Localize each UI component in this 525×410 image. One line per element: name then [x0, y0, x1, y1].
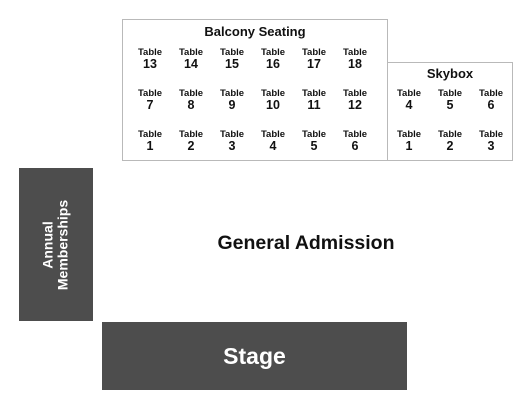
- table-number: 3: [228, 138, 236, 153]
- table-number: 1: [405, 138, 413, 153]
- annual-memberships-line1: Annual: [39, 220, 56, 269]
- table-number: 8: [187, 97, 195, 112]
- annual-memberships-block[interactable]: Annual Memberships: [19, 168, 93, 321]
- table-number: 9: [228, 97, 236, 112]
- table-word: Table: [478, 88, 504, 99]
- table-number: 18: [348, 56, 362, 71]
- table-number: 5: [446, 97, 454, 112]
- table-word: Table: [260, 47, 286, 58]
- table-word: Table: [478, 129, 504, 140]
- table-number: 11: [307, 97, 321, 112]
- table-number: 6: [487, 97, 495, 112]
- table-word: Table: [137, 47, 163, 58]
- table-word: Table: [342, 129, 368, 140]
- table-word: Table: [260, 88, 286, 99]
- table-word: Table: [178, 47, 204, 58]
- table-number: 13: [143, 56, 157, 71]
- table-word: Table: [137, 129, 163, 140]
- table-word: Table: [342, 88, 368, 99]
- table-word: Table: [301, 88, 327, 99]
- table-word: Table: [301, 47, 327, 58]
- table-word: Table: [137, 88, 163, 99]
- table-word: Table: [260, 129, 286, 140]
- table-number: 7: [146, 97, 154, 112]
- table-word: Table: [219, 129, 245, 140]
- table-word: Table: [342, 47, 368, 58]
- general-admission-area[interactable]: General Admission: [217, 232, 395, 254]
- stage-label: Stage: [223, 342, 286, 369]
- annual-memberships-label: Annual Memberships: [39, 199, 72, 290]
- table-word: Table: [219, 47, 245, 58]
- table-number: 12: [348, 97, 362, 112]
- table-number: 5: [310, 138, 318, 153]
- table-word: Table: [178, 129, 204, 140]
- table-word: Table: [219, 88, 245, 99]
- skybox-title: Skybox: [426, 66, 474, 81]
- table-word: Table: [301, 129, 327, 140]
- table-number: 4: [405, 97, 413, 112]
- table-number: 6: [351, 138, 359, 153]
- table-number: 14: [184, 56, 198, 71]
- balcony-seating-title: Balcony Seating: [204, 24, 306, 39]
- table-word: Table: [396, 129, 422, 140]
- table-number: 17: [307, 56, 321, 71]
- table-number: 2: [187, 138, 195, 153]
- table-number: 15: [225, 56, 239, 71]
- table-number: 3: [487, 138, 495, 153]
- table-number: 2: [446, 138, 454, 153]
- table-number: 1: [146, 138, 154, 153]
- table-word: Table: [396, 88, 422, 99]
- table-word: Table: [437, 88, 463, 99]
- table-word: Table: [437, 129, 463, 140]
- table-word: Table: [178, 88, 204, 99]
- table-number: 10: [266, 97, 280, 112]
- table-number: 4: [269, 138, 277, 153]
- annual-memberships-line2: Memberships: [55, 199, 71, 290]
- stage-block: Stage: [102, 322, 407, 390]
- table-number: 16: [266, 56, 280, 71]
